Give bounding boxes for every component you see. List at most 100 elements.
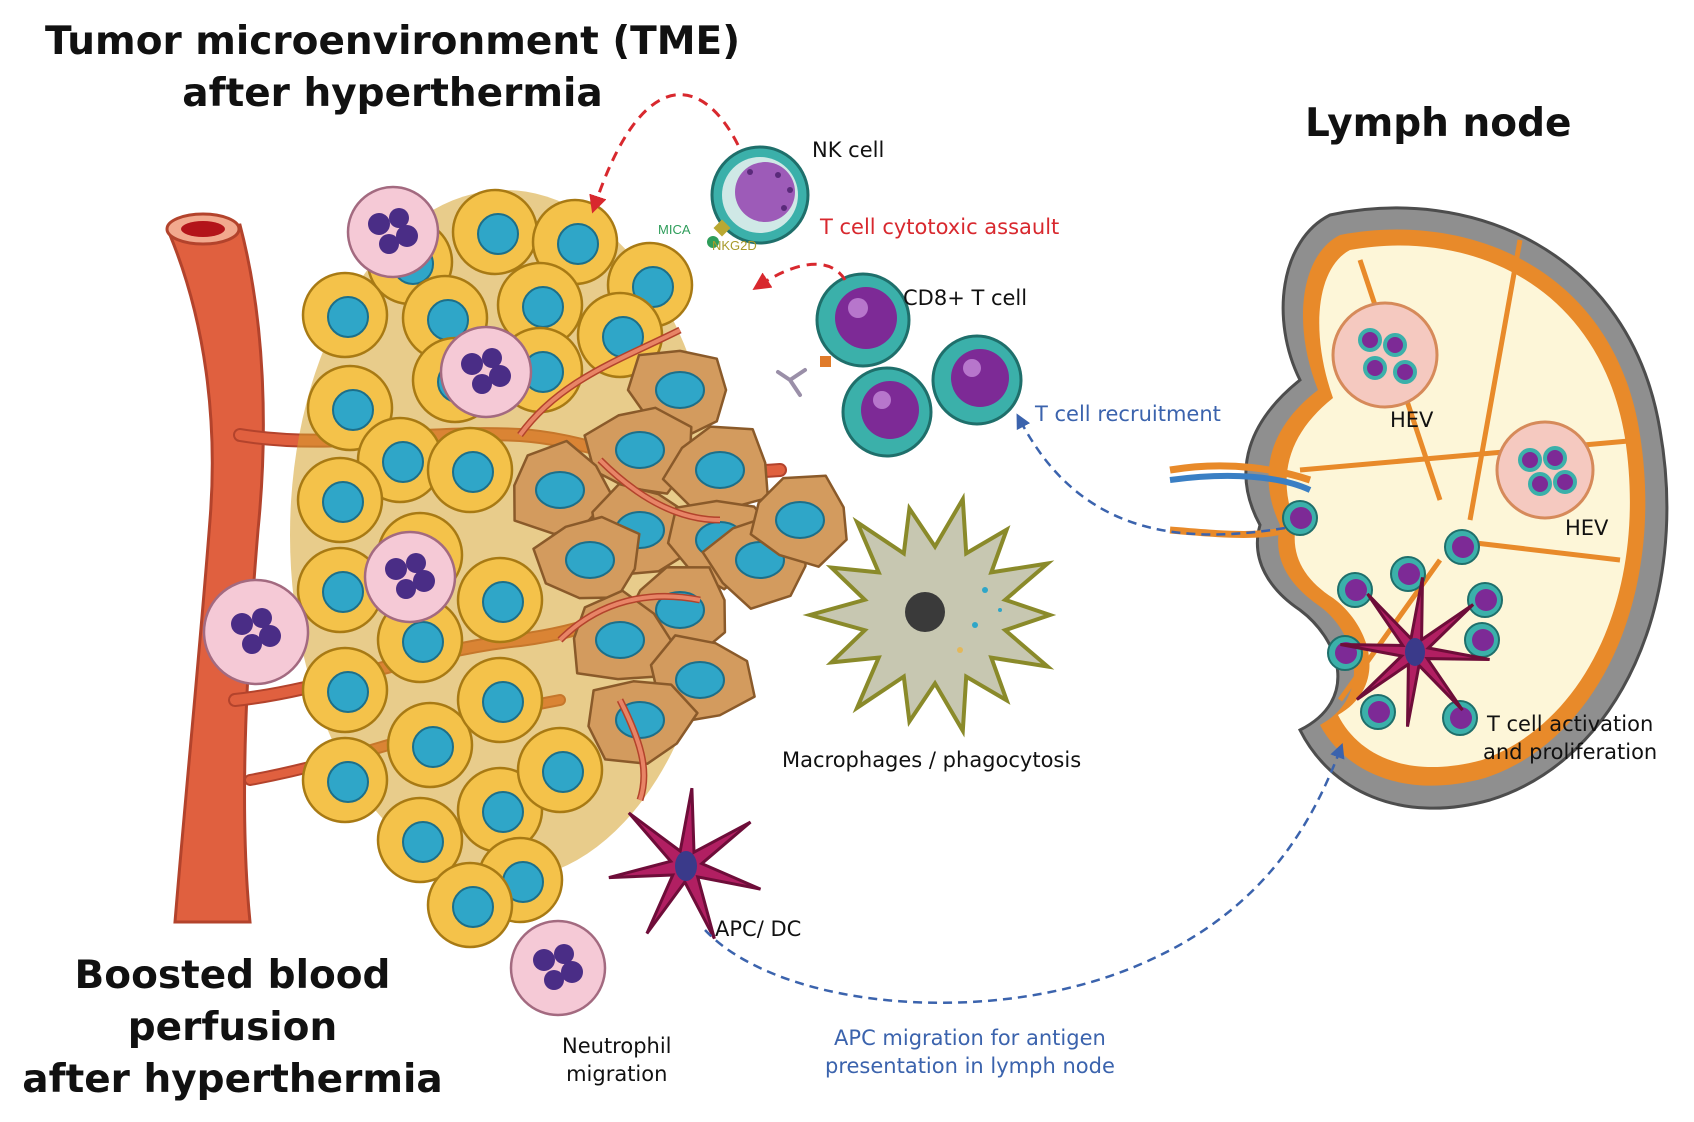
cd8-t-cell-label: CD8+ T cell xyxy=(903,286,1028,310)
neutrophil xyxy=(346,185,440,279)
tumor-cell-nucleus xyxy=(482,791,524,833)
neutrophil xyxy=(363,530,457,624)
neutrophil-nucleus-lobe xyxy=(259,625,281,647)
hev-vessel-1 xyxy=(1331,301,1439,409)
lymph-node-title: Lymph node xyxy=(1305,101,1572,146)
nkg2d-label: NKG2D xyxy=(712,238,757,253)
tumor-cell-nucleus xyxy=(402,621,444,663)
lymph-node-t-cell-core xyxy=(1368,701,1390,723)
tumor-cell-nucleus xyxy=(332,389,374,431)
tumor-capillaries xyxy=(517,326,721,802)
tumor-cell-nucleus xyxy=(322,481,364,523)
neutrophil-nucleus-lobe xyxy=(368,213,390,235)
apc-migration-line2: presentation in lymph node xyxy=(825,1054,1115,1078)
neutrophil-nucleus-lobe xyxy=(544,970,564,990)
neutrophil-nucleus-lobe xyxy=(389,208,409,228)
stroma-cell-nucleus xyxy=(775,501,825,539)
neutrophil-nucleus-lobe xyxy=(379,234,399,254)
lymph-node-t-cell-core xyxy=(1290,507,1312,529)
neutrophils xyxy=(202,185,607,1017)
nk-cell xyxy=(710,145,810,245)
lymph-node-t-cell-core xyxy=(1472,629,1494,651)
antibody-receptor xyxy=(776,368,807,397)
tumor-cell-nucleus xyxy=(482,581,524,623)
neutrophil-nucleus-lobe xyxy=(461,353,483,375)
t-cell-activation-line1: T cell activation xyxy=(1486,712,1654,736)
cytotoxic-assault-label: T cell cytotoxic assault xyxy=(820,215,1060,239)
apc-migration-label: APC migration for antigen presentation i… xyxy=(825,1024,1115,1080)
neutrophil-nucleus-lobe xyxy=(561,961,583,983)
neutrophil-nucleus-lobe xyxy=(489,365,511,387)
tumor-cell-nucleus xyxy=(452,886,494,928)
tumor-cell-nucleus xyxy=(327,296,369,338)
nk-cell-label: NK cell xyxy=(812,138,885,162)
stroma-cell-nucleus xyxy=(615,431,665,469)
neutrophil-nucleus-lobe xyxy=(413,570,435,592)
tumor-cell-nucleus xyxy=(477,213,519,255)
neutrophil-nucleus-lobe xyxy=(396,225,418,247)
lymph-node-dendritic-cell xyxy=(1340,577,1490,727)
neutrophil-nucleus-lobe xyxy=(533,949,555,971)
tumor-cell-nucleus xyxy=(327,761,369,803)
macrophage xyxy=(802,492,1057,738)
stroma-cell-nucleus xyxy=(675,661,725,699)
tumor-cell-nucleus xyxy=(522,286,564,328)
tumor-cell-nucleus xyxy=(402,821,444,863)
t-cell-recruitment-label: T cell recruitment xyxy=(1035,402,1221,426)
t-cell-recruitment-arrow xyxy=(1016,413,1286,536)
tme-title-line1: Tumor microenvironment (TME) xyxy=(44,19,741,64)
tme-title-line2: after hyperthermia xyxy=(182,71,603,116)
stroma-cells xyxy=(513,349,848,766)
nk-attack-arrow xyxy=(589,93,740,214)
perfusion-title: Boosted blood perfusion after hypertherm… xyxy=(10,950,455,1106)
neutrophil-nucleus-lobe xyxy=(385,558,407,580)
tumor-cells xyxy=(296,188,694,949)
stroma-cell-nucleus xyxy=(695,451,745,489)
hev-label-1: HEV xyxy=(1390,408,1434,432)
apc-dc-label: APC/ DC xyxy=(715,917,802,941)
neutrophil xyxy=(202,578,310,686)
lymph-node-t-cell-core xyxy=(1345,579,1367,601)
tumor-cell-nucleus xyxy=(322,571,364,613)
cd8-t-cells xyxy=(815,272,1023,458)
lymph-node-t-cell-core xyxy=(1475,589,1497,611)
neutrophil-nucleus-lobe xyxy=(252,608,272,628)
neutrophil-line2: migration xyxy=(566,1062,668,1086)
tumor-cell-nucleus xyxy=(412,726,454,768)
neutrophil-nucleus-lobe xyxy=(396,579,416,599)
neutrophil-nucleus-lobe xyxy=(231,613,253,635)
tumor-cell-nucleus xyxy=(557,223,599,265)
stroma-cell-nucleus xyxy=(655,371,705,409)
macrophages-label: Macrophages / phagocytosis xyxy=(782,748,1082,772)
perfusion-title-line2: perfusion xyxy=(127,1005,338,1050)
neutrophil-line1: Neutrophil xyxy=(562,1034,672,1058)
tumor-cell-nucleus xyxy=(632,266,674,308)
neutrophil-migration-label: Neutrophil migration xyxy=(562,1032,672,1088)
neutrophil xyxy=(439,325,533,419)
tme-title: Tumor microenvironment (TME) after hyper… xyxy=(25,16,760,120)
hev-label-2: HEV xyxy=(1565,516,1609,540)
lymph-node-t-cell-core xyxy=(1450,707,1472,729)
lymph-node-t-cells xyxy=(1282,500,1503,736)
apc-migration-arrow xyxy=(704,742,1345,1004)
t-cell-activation-line2: and proliferation xyxy=(1483,740,1658,764)
dendritic-cell xyxy=(608,787,762,940)
neutrophil-nucleus-lobe xyxy=(482,348,502,368)
stroma-cell-nucleus xyxy=(595,621,645,659)
neutrophil-nucleus-lobe xyxy=(554,944,574,964)
neutrophil-nucleus-lobe xyxy=(472,374,492,394)
tumor-cell-nucleus xyxy=(382,441,424,483)
tumor-cell-nucleus xyxy=(542,751,584,793)
neutrophil-nucleus-lobe xyxy=(242,634,262,654)
lymph-node-t-cell-core xyxy=(1452,536,1474,558)
stroma-cell-nucleus xyxy=(535,471,585,509)
lymph-node-t-cell-core xyxy=(1398,563,1420,585)
perfusion-title-line3: after hyperthermia xyxy=(22,1057,443,1102)
neutrophil xyxy=(509,919,607,1017)
perfusion-title-line1: Boosted blood xyxy=(74,953,391,998)
tumor-cell-nucleus xyxy=(452,451,494,493)
hev-vessel-2 xyxy=(1495,420,1595,520)
mica-label: MICA xyxy=(658,222,691,237)
